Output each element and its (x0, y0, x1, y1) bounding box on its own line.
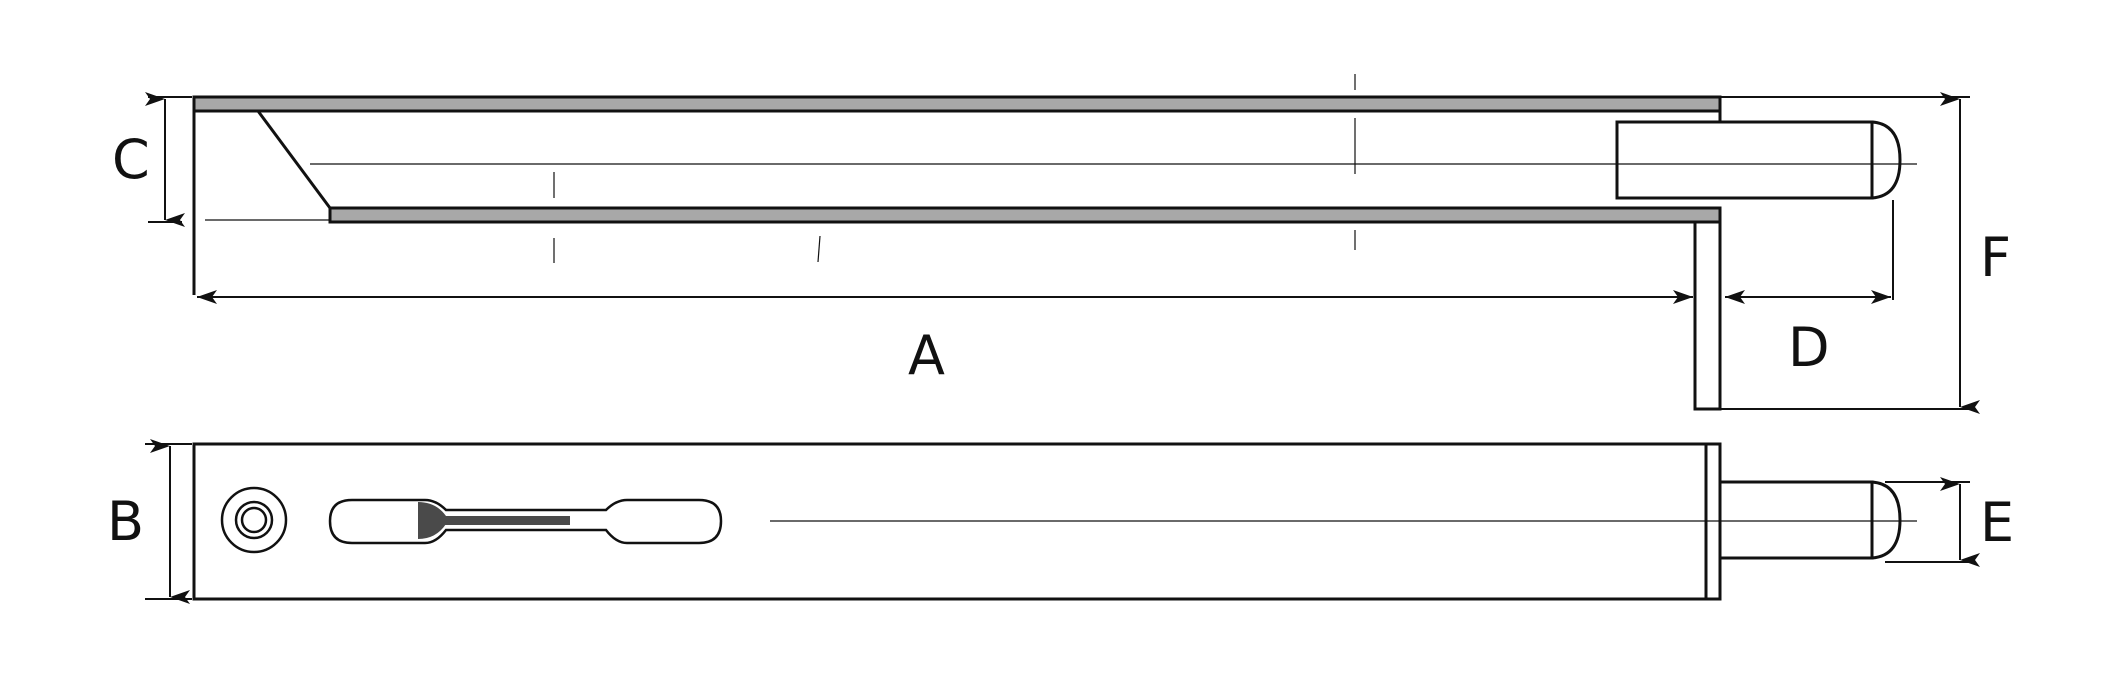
dimension-b (145, 439, 192, 604)
slot-bolt-bar (444, 516, 570, 525)
bottom-flange (328, 206, 1722, 224)
diagonal-edge (256, 110, 332, 209)
dimension-c (145, 92, 192, 227)
pin-body (1615, 120, 1874, 200)
top-view-centerlines (205, 74, 1917, 263)
dimension-label-c: C (112, 128, 150, 191)
slot-outline (328, 498, 723, 545)
dimension-label-a: A (908, 324, 945, 387)
dimension-label-b: B (107, 490, 144, 553)
plan-pin-tip (1871, 480, 1902, 560)
dimension-label-e: E (1980, 491, 2014, 554)
dimension-f (1720, 92, 1980, 414)
screw-hole-outer (220, 486, 288, 554)
slot-knob (418, 502, 446, 539)
top-flange (192, 95, 1722, 113)
screw-hole-middle (234, 500, 274, 540)
end-plate (1693, 220, 1722, 411)
side-view (192, 95, 1902, 411)
dimension-label-d: D (1788, 316, 1830, 379)
dimension-d (1725, 200, 1894, 304)
pin-tip (1871, 120, 1902, 200)
dimension-label-f: F (1980, 226, 2011, 289)
screw-hole-inner (240, 506, 268, 534)
dimension-e (1885, 477, 1980, 567)
plan-pin-body (1718, 480, 1874, 560)
